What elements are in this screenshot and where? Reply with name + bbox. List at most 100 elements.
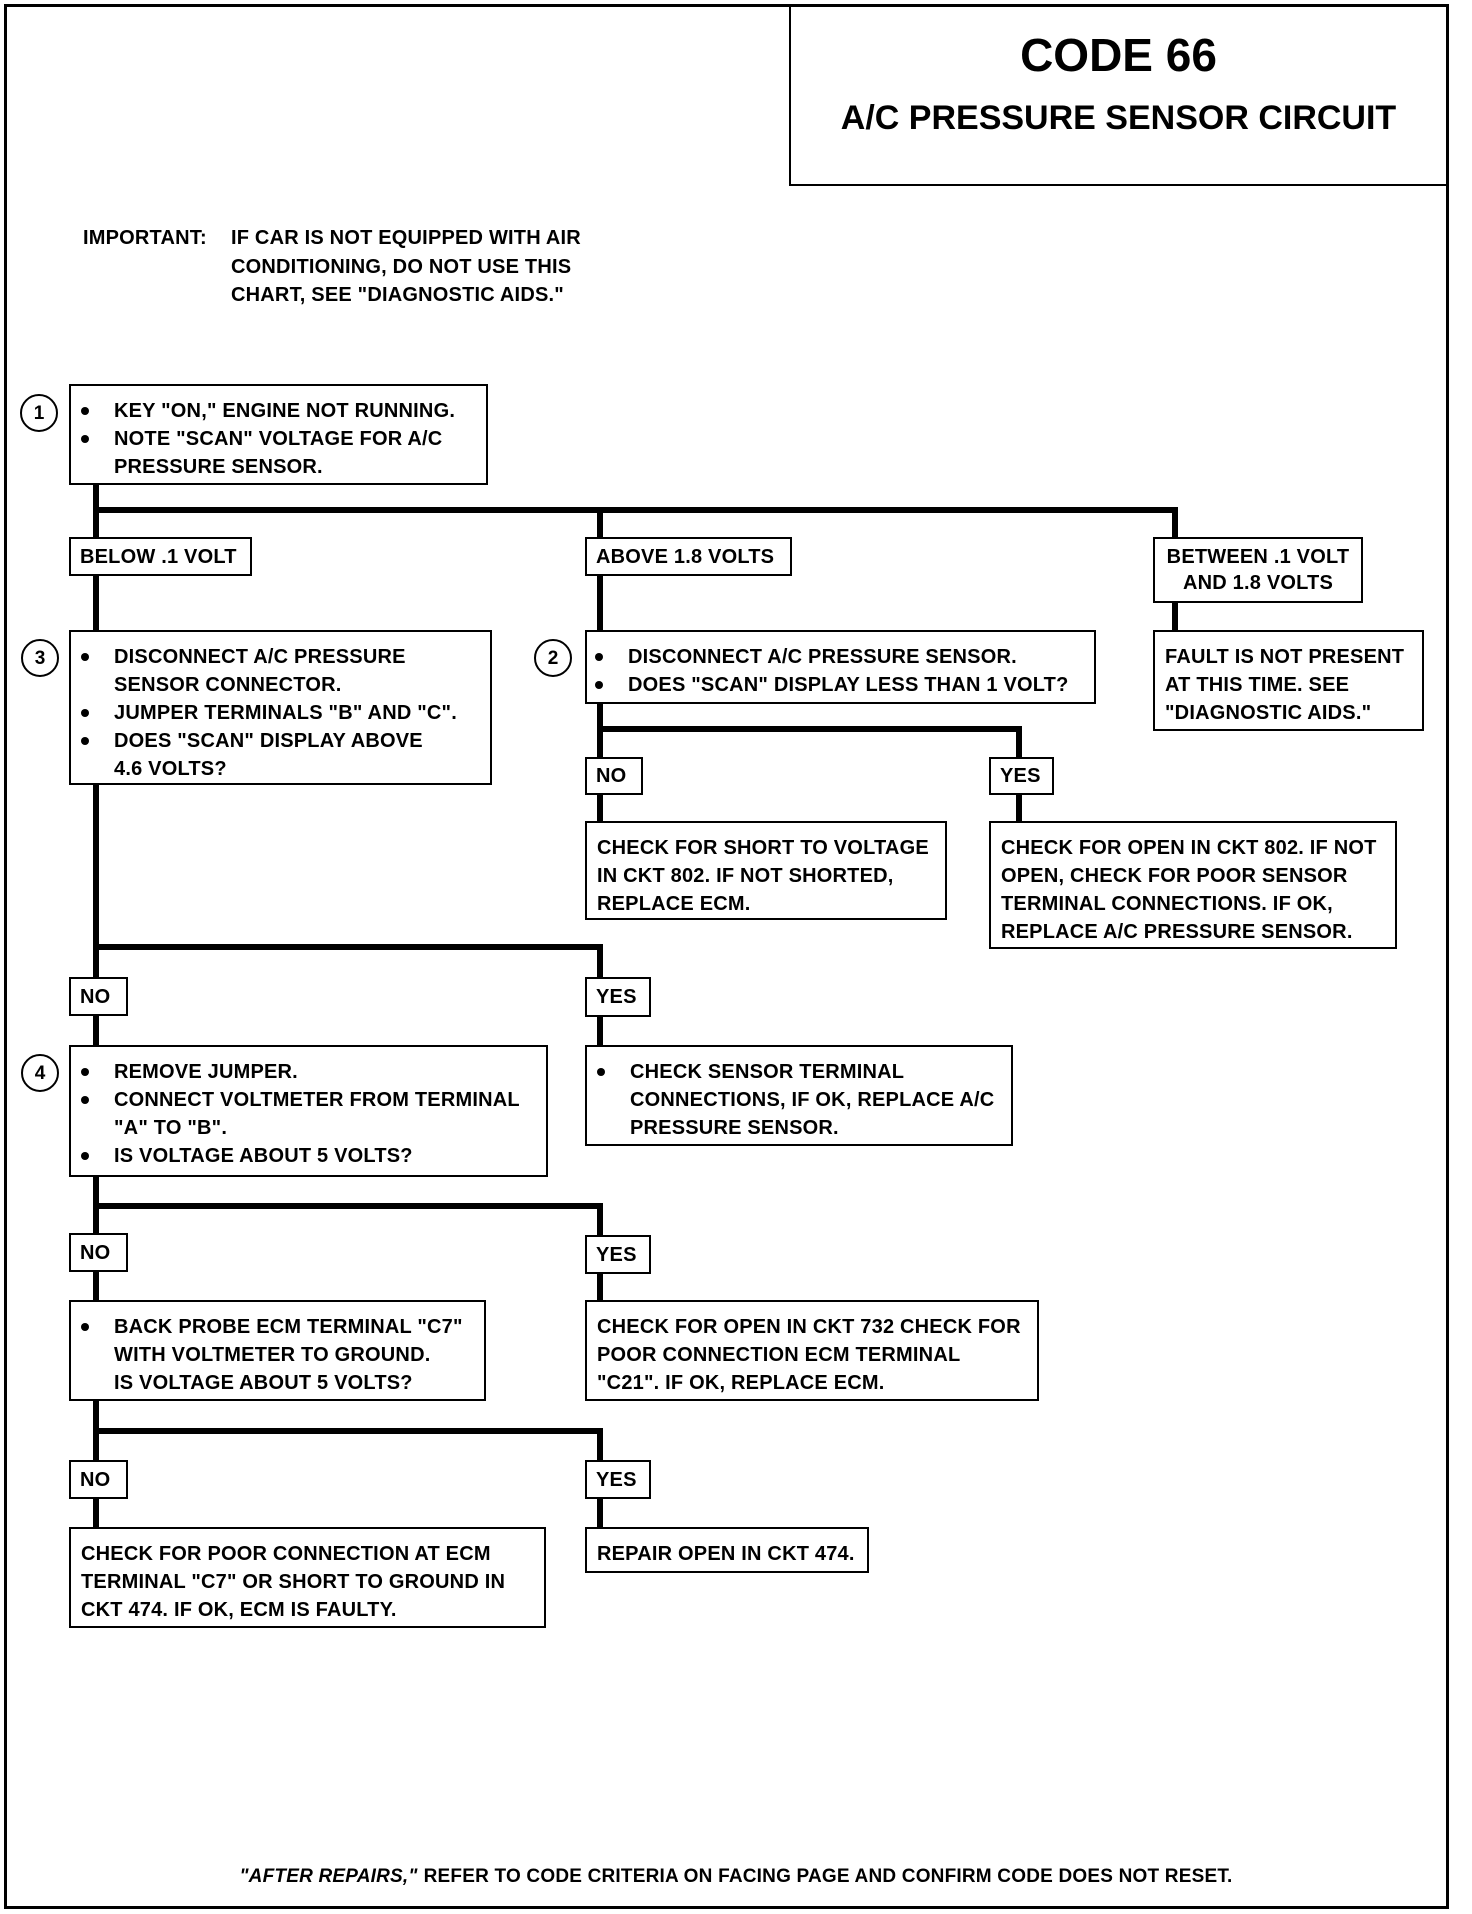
result-text-line: IN CKT 802. IF NOT SHORTED,: [597, 865, 894, 887]
result-text-line: CHECK FOR OPEN IN CKT 732 CHECK FOR: [597, 1316, 1021, 1338]
connector-line: [597, 1017, 603, 1045]
important-line: CONDITIONING, DO NOT USE THIS: [231, 255, 572, 278]
branch-label-below: BELOW .1 VOLT: [69, 537, 252, 576]
result-text-line: CHECK FOR POOR CONNECTION AT ECM: [81, 1543, 491, 1565]
connector-line: [1016, 726, 1022, 757]
bullet-item: BACK PROBE ECM TERMINAL "C7" WITH VOLTME…: [81, 1313, 474, 1397]
bullet-item: DOES "SCAN" DISPLAY LESS THAN 1 VOLT?: [595, 671, 1084, 699]
important-label: IMPORTANT:: [83, 227, 207, 249]
answer-yes-label: YES: [585, 977, 651, 1017]
step-2-no-result-box: CHECK FOR SHORT TO VOLTAGE IN CKT 802. I…: [585, 821, 947, 920]
step-text-line: IS VOLTAGE ABOUT 5 VOLTS?: [114, 1145, 413, 1167]
step-text-line: JUMPER TERMINALS "B" AND "C".: [114, 702, 457, 724]
connector-line: [597, 576, 603, 630]
result-text-line: CKT 474. IF OK, ECM IS FAULTY.: [81, 1599, 397, 1621]
step-number: 4: [34, 1062, 46, 1084]
result-text-line: TERMINAL "C7" OR SHORT TO GROUND IN: [81, 1571, 506, 1593]
bullet-icon: [81, 709, 89, 717]
connector-line: [597, 507, 603, 537]
result-text-line: "DIAGNOSTIC AIDS.": [1165, 702, 1372, 724]
step-number-badge: 2: [534, 639, 572, 677]
result-text-line: "C21". IF OK, REPLACE ECM.: [597, 1372, 885, 1394]
bullet-icon: [595, 653, 603, 661]
answer-no-label: NO: [69, 1233, 128, 1272]
answer-yes-label: YES: [585, 1460, 651, 1499]
step-text-line: KEY "ON," ENGINE NOT RUNNING.: [114, 400, 456, 422]
result-text-line: REPAIR OPEN IN CKT 474.: [597, 1543, 855, 1565]
connector-line: [597, 944, 603, 977]
back-probe-check-box: BACK PROBE ECM TERMINAL "C7" WITH VOLTME…: [69, 1300, 486, 1401]
step-number: 2: [547, 647, 559, 669]
step-number-badge: 3: [21, 639, 59, 677]
step-text-line: BACK PROBE ECM TERMINAL "C7": [114, 1316, 463, 1338]
connector-line: [597, 1499, 603, 1527]
result-text-line: FAULT IS NOT PRESENT: [1165, 646, 1405, 668]
step-3-yes-result-box: CHECK SENSOR TERMINAL CONNECTIONS, IF OK…: [585, 1045, 1013, 1146]
bullet-icon: [81, 407, 89, 415]
step-text-line: PRESSURE SENSOR.: [114, 456, 323, 478]
step-number: 3: [34, 647, 46, 669]
important-note: IF CAR IS NOT EQUIPPED WITH AIR CONDITIO…: [231, 224, 581, 310]
bullet-item: JUMPER TERMINALS "B" AND "C".: [81, 699, 480, 727]
result-text-line: REPLACE ECM.: [597, 893, 751, 915]
bullet-icon: [81, 1068, 89, 1076]
bullet-icon: [81, 653, 89, 661]
step-text-line: DOES "SCAN" DISPLAY LESS THAN 1 VOLT?: [628, 674, 1069, 696]
connector-line: [93, 576, 99, 630]
step-text-line: REMOVE JUMPER.: [114, 1061, 298, 1083]
step-text-line: SENSOR CONNECTOR.: [114, 674, 342, 696]
step-text-line: WITH VOLTMETER TO GROUND.: [114, 1344, 431, 1366]
bullet-item: CHECK SENSOR TERMINAL CONNECTIONS, IF OK…: [597, 1058, 1001, 1142]
bullet-icon: [81, 1323, 89, 1331]
result-text-line: CHECK FOR OPEN IN CKT 802. IF NOT: [1001, 837, 1377, 859]
step-4-box: REMOVE JUMPER. CONNECT VOLTMETER FROM TE…: [69, 1045, 548, 1177]
result-text-line: POOR CONNECTION ECM TERMINAL: [597, 1344, 961, 1366]
chart-title: A/C PRESSURE SENSOR CIRCUIT: [840, 99, 1397, 137]
connector-line: [597, 1274, 603, 1300]
fault-not-present-box: FAULT IS NOT PRESENT AT THIS TIME. SEE "…: [1153, 630, 1424, 731]
step-text-line: IS VOLTAGE ABOUT 5 VOLTS?: [114, 1372, 413, 1394]
bullet-item: DISCONNECT A/C PRESSURE SENSOR CONNECTOR…: [81, 643, 480, 699]
connector-line: [597, 1428, 603, 1460]
connector-line: [93, 785, 99, 977]
bullet-item: DISCONNECT A/C PRESSURE SENSOR.: [595, 643, 1084, 671]
connector-line: [597, 795, 603, 821]
answer-no-label: NO: [585, 757, 643, 795]
result-text-line: CONNECTIONS, IF OK, REPLACE A/C: [630, 1089, 995, 1111]
step-number-badge: 1: [20, 394, 58, 432]
connector-line: [1172, 507, 1178, 537]
answer-no-label: NO: [69, 977, 128, 1016]
step-text-line: DISCONNECT A/C PRESSURE: [114, 646, 406, 668]
bullet-item: KEY "ON," ENGINE NOT RUNNING.: [81, 397, 476, 425]
result-text-line: AT THIS TIME. SEE: [1165, 674, 1350, 696]
connector-line: [597, 726, 1022, 732]
bullet-icon: [597, 1068, 605, 1076]
answer-no-label: NO: [69, 1460, 128, 1499]
connector-line: [93, 1272, 99, 1300]
important-line: CHART, SEE "DIAGNOSTIC AIDS.": [231, 284, 564, 306]
answer-yes-label: YES: [989, 757, 1054, 795]
step-4-yes-result-box: CHECK FOR OPEN IN CKT 732 CHECK FOR POOR…: [585, 1300, 1039, 1401]
connector-line: [1172, 603, 1178, 630]
result-text-line: PRESSURE SENSOR.: [630, 1117, 839, 1139]
bullet-item: REMOVE JUMPER.: [81, 1058, 536, 1086]
step-text-line: CONNECT VOLTMETER FROM TERMINAL: [114, 1089, 520, 1111]
important-line: IF CAR IS NOT EQUIPPED WITH AIR: [231, 227, 581, 249]
bullet-item: DOES "SCAN" DISPLAY ABOVE 4.6 VOLTS?: [81, 727, 480, 783]
step-text-line: NOTE "SCAN" VOLTAGE FOR A/C: [114, 428, 443, 450]
step-text-line: DOES "SCAN" DISPLAY ABOVE: [114, 730, 423, 752]
branch-label-between: BETWEEN .1 VOLT AND 1.8 VOLTS: [1153, 537, 1363, 603]
bullet-item: IS VOLTAGE ABOUT 5 VOLTS?: [81, 1142, 536, 1170]
bullet-item: NOTE "SCAN" VOLTAGE FOR A/C PRESSURE SEN…: [81, 425, 476, 481]
footer-note: "AFTER REPAIRS,"REFER TO CODE CRITERIA O…: [0, 1864, 1472, 1890]
result-text-line: CHECK SENSOR TERMINAL: [630, 1061, 905, 1083]
step-number: 1: [33, 402, 45, 424]
footer-italic: "AFTER REPAIRS,": [239, 1866, 418, 1887]
result-text-line: CHECK FOR SHORT TO VOLTAGE: [597, 837, 929, 859]
step-2-yes-result-box: CHECK FOR OPEN IN CKT 802. IF NOT OPEN, …: [989, 821, 1397, 949]
bullet-icon: [81, 1152, 89, 1160]
step-text-line: 4.6 VOLTS?: [114, 758, 227, 780]
footer-text: REFER TO CODE CRITERIA ON FACING PAGE AN…: [423, 1866, 1233, 1887]
bullet-icon: [595, 681, 603, 689]
branch-label-line: BETWEEN .1 VOLT: [1166, 546, 1350, 568]
